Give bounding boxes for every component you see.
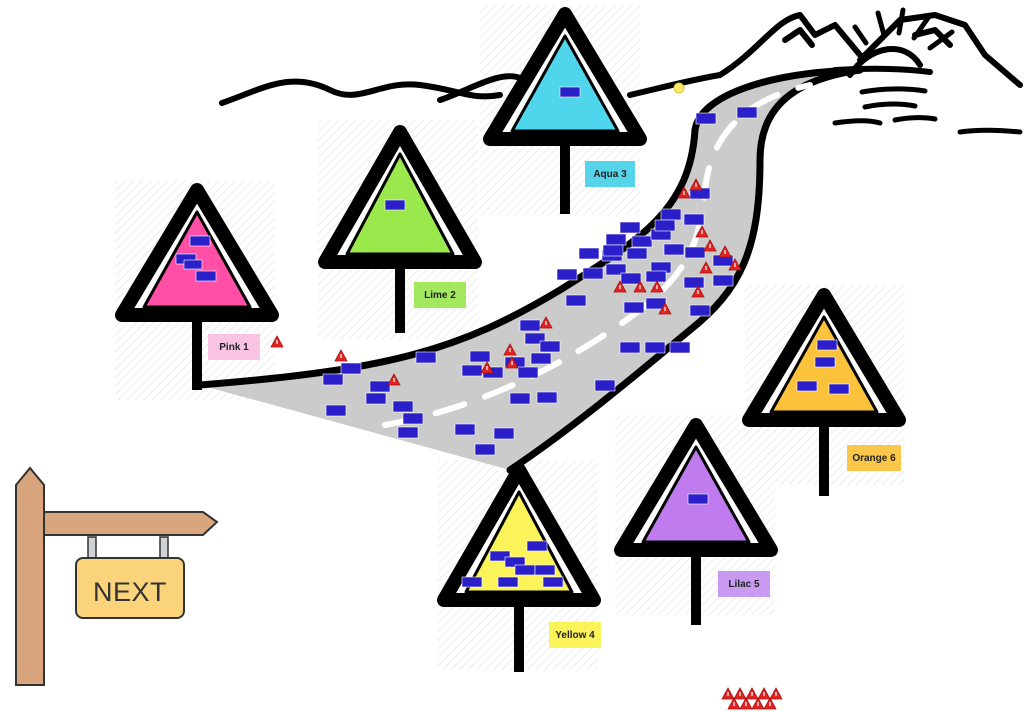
sticky-note[interactable] xyxy=(685,247,705,258)
sticky-note[interactable] xyxy=(557,269,577,280)
sticky-note[interactable] xyxy=(606,234,626,245)
sticky-note[interactable] xyxy=(655,220,675,231)
sticky-note[interactable] xyxy=(416,352,436,363)
sticky-note[interactable] xyxy=(462,365,482,376)
sticky-note[interactable] xyxy=(684,214,704,225)
sticky-note[interactable] xyxy=(403,413,423,424)
sticky-note[interactable] xyxy=(543,577,563,587)
sticky-note[interactable] xyxy=(518,367,538,378)
sticky-note[interactable] xyxy=(540,341,560,352)
sticky-note[interactable] xyxy=(620,342,640,353)
sign-label-yellow: Yellow 4 xyxy=(549,622,601,648)
sticky-note[interactable] xyxy=(627,248,647,259)
sticky-note[interactable] xyxy=(579,248,599,259)
sticky-note[interactable] xyxy=(462,577,482,587)
sticky-note[interactable] xyxy=(510,393,530,404)
sticky-note[interactable] xyxy=(583,268,603,279)
sticky-note[interactable] xyxy=(475,444,495,455)
sticky-note[interactable] xyxy=(713,275,733,286)
warning-icon xyxy=(734,688,746,699)
sticky-note[interactable] xyxy=(684,277,704,288)
sticky-note[interactable] xyxy=(817,340,837,350)
sticky-note[interactable] xyxy=(815,357,835,367)
sticky-note[interactable] xyxy=(455,424,475,435)
sticky-note[interactable] xyxy=(190,236,210,246)
sticky-note[interactable] xyxy=(566,295,586,306)
sticky-note[interactable] xyxy=(595,380,615,391)
sticky-note[interactable] xyxy=(531,353,551,364)
sticky-note[interactable] xyxy=(326,405,346,416)
sign-label-aqua: Aqua 3 xyxy=(585,161,635,187)
sticky-note[interactable] xyxy=(535,565,555,575)
warning-icon xyxy=(728,698,740,709)
sign-label-orange: Orange 6 xyxy=(847,445,901,471)
warning-icon xyxy=(752,698,764,709)
warning-icon xyxy=(740,698,752,709)
sticky-note[interactable] xyxy=(645,342,665,353)
sticky-note[interactable] xyxy=(664,244,684,255)
sticky-note[interactable] xyxy=(646,271,666,282)
warning-icon xyxy=(722,688,734,699)
sticky-note[interactable] xyxy=(184,260,202,269)
sticky-note[interactable] xyxy=(632,236,652,247)
sticky-note[interactable] xyxy=(829,384,849,394)
sticky-note[interactable] xyxy=(470,351,490,362)
sign-label-pink: Pink 1 xyxy=(208,334,260,360)
warning-icon xyxy=(335,350,347,361)
sticky-note[interactable] xyxy=(661,209,681,220)
sign-label-lilac: Lilac 5 xyxy=(718,571,770,597)
sticky-note[interactable] xyxy=(341,363,361,374)
sticky-note[interactable] xyxy=(537,392,557,403)
sticky-note[interactable] xyxy=(520,320,540,331)
sticky-note[interactable] xyxy=(696,113,716,124)
sticky-note[interactable] xyxy=(603,245,623,256)
sticky-note[interactable] xyxy=(494,428,514,439)
sticky-note[interactable] xyxy=(323,374,343,385)
sticky-note[interactable] xyxy=(670,342,690,353)
sticky-note[interactable] xyxy=(621,273,641,284)
sticky-note[interactable] xyxy=(515,565,535,575)
sticky-note[interactable] xyxy=(690,305,710,316)
sticky-note[interactable] xyxy=(797,381,817,391)
warning-icon xyxy=(746,688,758,699)
next-button-label[interactable]: NEXT xyxy=(76,566,184,618)
sticky-note[interactable] xyxy=(498,577,518,587)
warning-icon xyxy=(758,688,770,699)
sticky-note[interactable] xyxy=(366,393,386,404)
warning-icon xyxy=(770,688,782,699)
sticky-note[interactable] xyxy=(527,541,547,551)
sticky-note[interactable] xyxy=(737,107,757,118)
warning-icon xyxy=(764,698,776,709)
sign-label-lime: Lime 2 xyxy=(414,282,466,308)
sticky-note[interactable] xyxy=(624,302,644,313)
sticky-note[interactable] xyxy=(370,381,390,392)
sticky-note[interactable] xyxy=(393,401,413,412)
cursor-dot xyxy=(674,83,684,93)
sticky-note[interactable] xyxy=(385,200,405,210)
sticky-note[interactable] xyxy=(398,427,418,438)
sticky-note[interactable] xyxy=(620,222,640,233)
sticky-note[interactable] xyxy=(688,494,708,504)
sticky-note[interactable] xyxy=(560,87,580,97)
sticky-note[interactable] xyxy=(196,271,216,281)
